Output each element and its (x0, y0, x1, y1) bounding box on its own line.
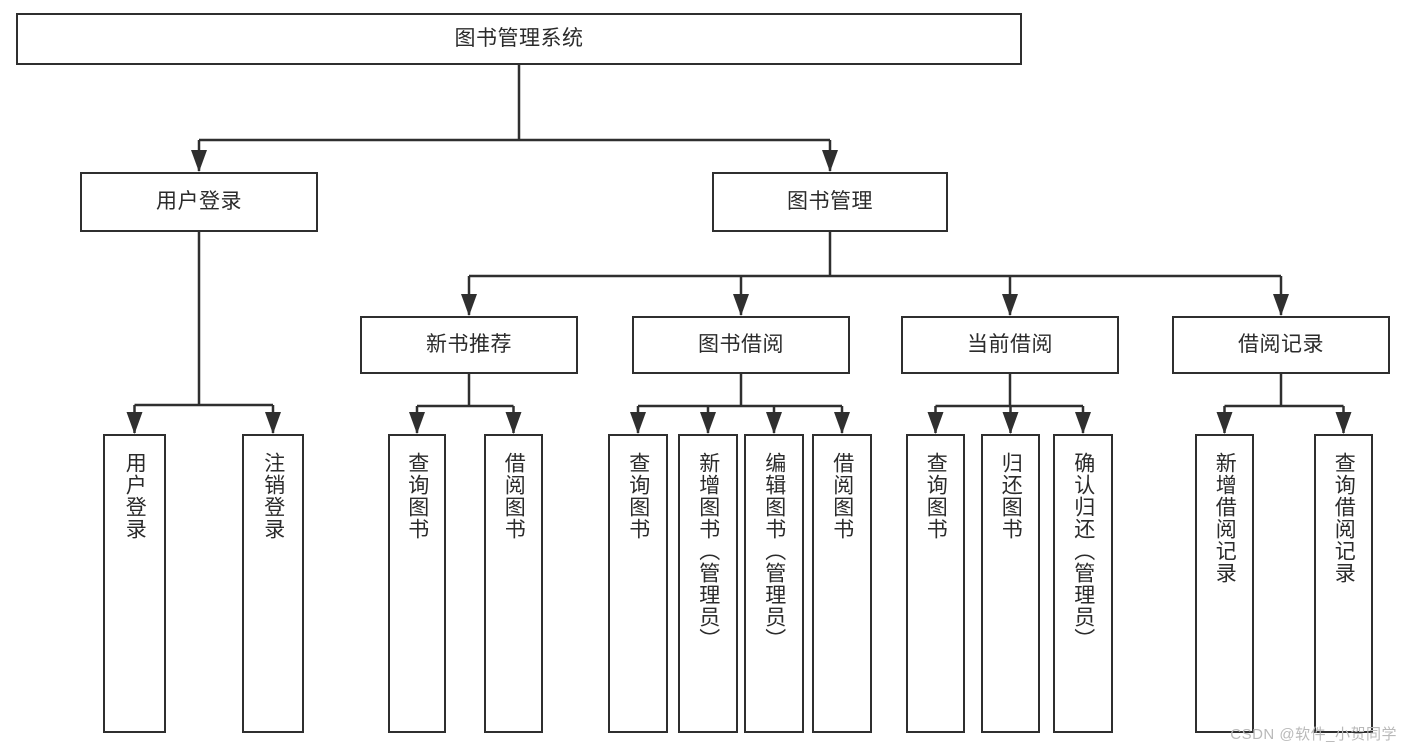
node-label: 新增图书（管理员） (696, 452, 720, 650)
node-book-manage[interactable]: 图书管理 (712, 172, 948, 232)
arrowhead (1335, 412, 1352, 434)
arrowhead (733, 294, 749, 316)
node-label: 当前借阅 (967, 333, 1053, 357)
node-label: 查询图书 (924, 452, 948, 540)
arrowhead (505, 412, 522, 434)
arrowhead (834, 412, 850, 434)
node-leaf-edit-book[interactable]: 编辑图书（管理员） (744, 434, 804, 733)
node-leaf-add-record[interactable]: 新增借阅记录 (1195, 434, 1254, 733)
arrowhead (766, 412, 782, 434)
arrowhead (265, 412, 281, 434)
node-label: 查询图书 (405, 452, 429, 540)
node-label: 确认归还（管理员） (1071, 452, 1095, 650)
node-label: 编辑图书（管理员） (762, 452, 786, 650)
arrowhead (700, 412, 716, 434)
node-leaf-query-book-1[interactable]: 查询图书 (388, 434, 446, 733)
arrowhead (822, 150, 838, 172)
arrowhead (409, 412, 425, 434)
node-root[interactable]: 图书管理系统 (16, 13, 1022, 65)
node-book-borrow[interactable]: 图书借阅 (632, 316, 850, 374)
node-label: 用户登录 (123, 452, 147, 540)
node-leaf-confirm-return[interactable]: 确认归还（管理员） (1053, 434, 1113, 733)
arrowhead (1216, 412, 1233, 434)
arrowhead (1273, 294, 1289, 316)
arrowhead (126, 412, 143, 434)
arrowhead (630, 412, 646, 434)
node-borrow-record[interactable]: 借阅记录 (1172, 316, 1390, 374)
node-leaf-query-book-3[interactable]: 查询图书 (906, 434, 965, 733)
node-leaf-add-book[interactable]: 新增图书（管理员） (678, 434, 738, 733)
node-label: 注销登录 (261, 452, 285, 540)
node-label: 归还图书 (999, 452, 1023, 540)
csdn-watermark: CSDN @软件_小贺同学 (1230, 726, 1397, 743)
node-label: 查询借阅记录 (1332, 452, 1356, 584)
arrowhead (927, 412, 944, 434)
node-label: 借阅图书 (830, 452, 854, 540)
node-label: 图书管理 (787, 190, 873, 214)
node-leaf-borrow-book-2[interactable]: 借阅图书 (812, 434, 872, 733)
node-label: 新书推荐 (426, 333, 512, 357)
node-label: 图书管理系统 (454, 27, 584, 51)
node-label: 图书借阅 (698, 333, 784, 357)
node-leaf-return-book[interactable]: 归还图书 (981, 434, 1040, 733)
node-label: 新增借阅记录 (1213, 452, 1237, 584)
node-label: 借阅图书 (502, 452, 526, 540)
arrowhead (461, 294, 477, 316)
node-label: 查询图书 (626, 452, 650, 540)
node-leaf-borrow-book-1[interactable]: 借阅图书 (484, 434, 543, 733)
node-leaf-user-login[interactable]: 用户登录 (103, 434, 166, 733)
arrowhead (1002, 294, 1018, 316)
arrowhead (1002, 412, 1019, 434)
node-label: 用户登录 (156, 190, 242, 214)
node-label: 借阅记录 (1238, 333, 1324, 357)
node-new-book-recommend[interactable]: 新书推荐 (360, 316, 578, 374)
node-leaf-query-record[interactable]: 查询借阅记录 (1314, 434, 1373, 733)
node-current-borrow[interactable]: 当前借阅 (901, 316, 1119, 374)
node-user-login[interactable]: 用户登录 (80, 172, 318, 232)
node-leaf-query-book-2[interactable]: 查询图书 (608, 434, 668, 733)
node-leaf-logout[interactable]: 注销登录 (242, 434, 304, 733)
arrowhead (1075, 412, 1091, 434)
arrowhead (191, 150, 207, 172)
